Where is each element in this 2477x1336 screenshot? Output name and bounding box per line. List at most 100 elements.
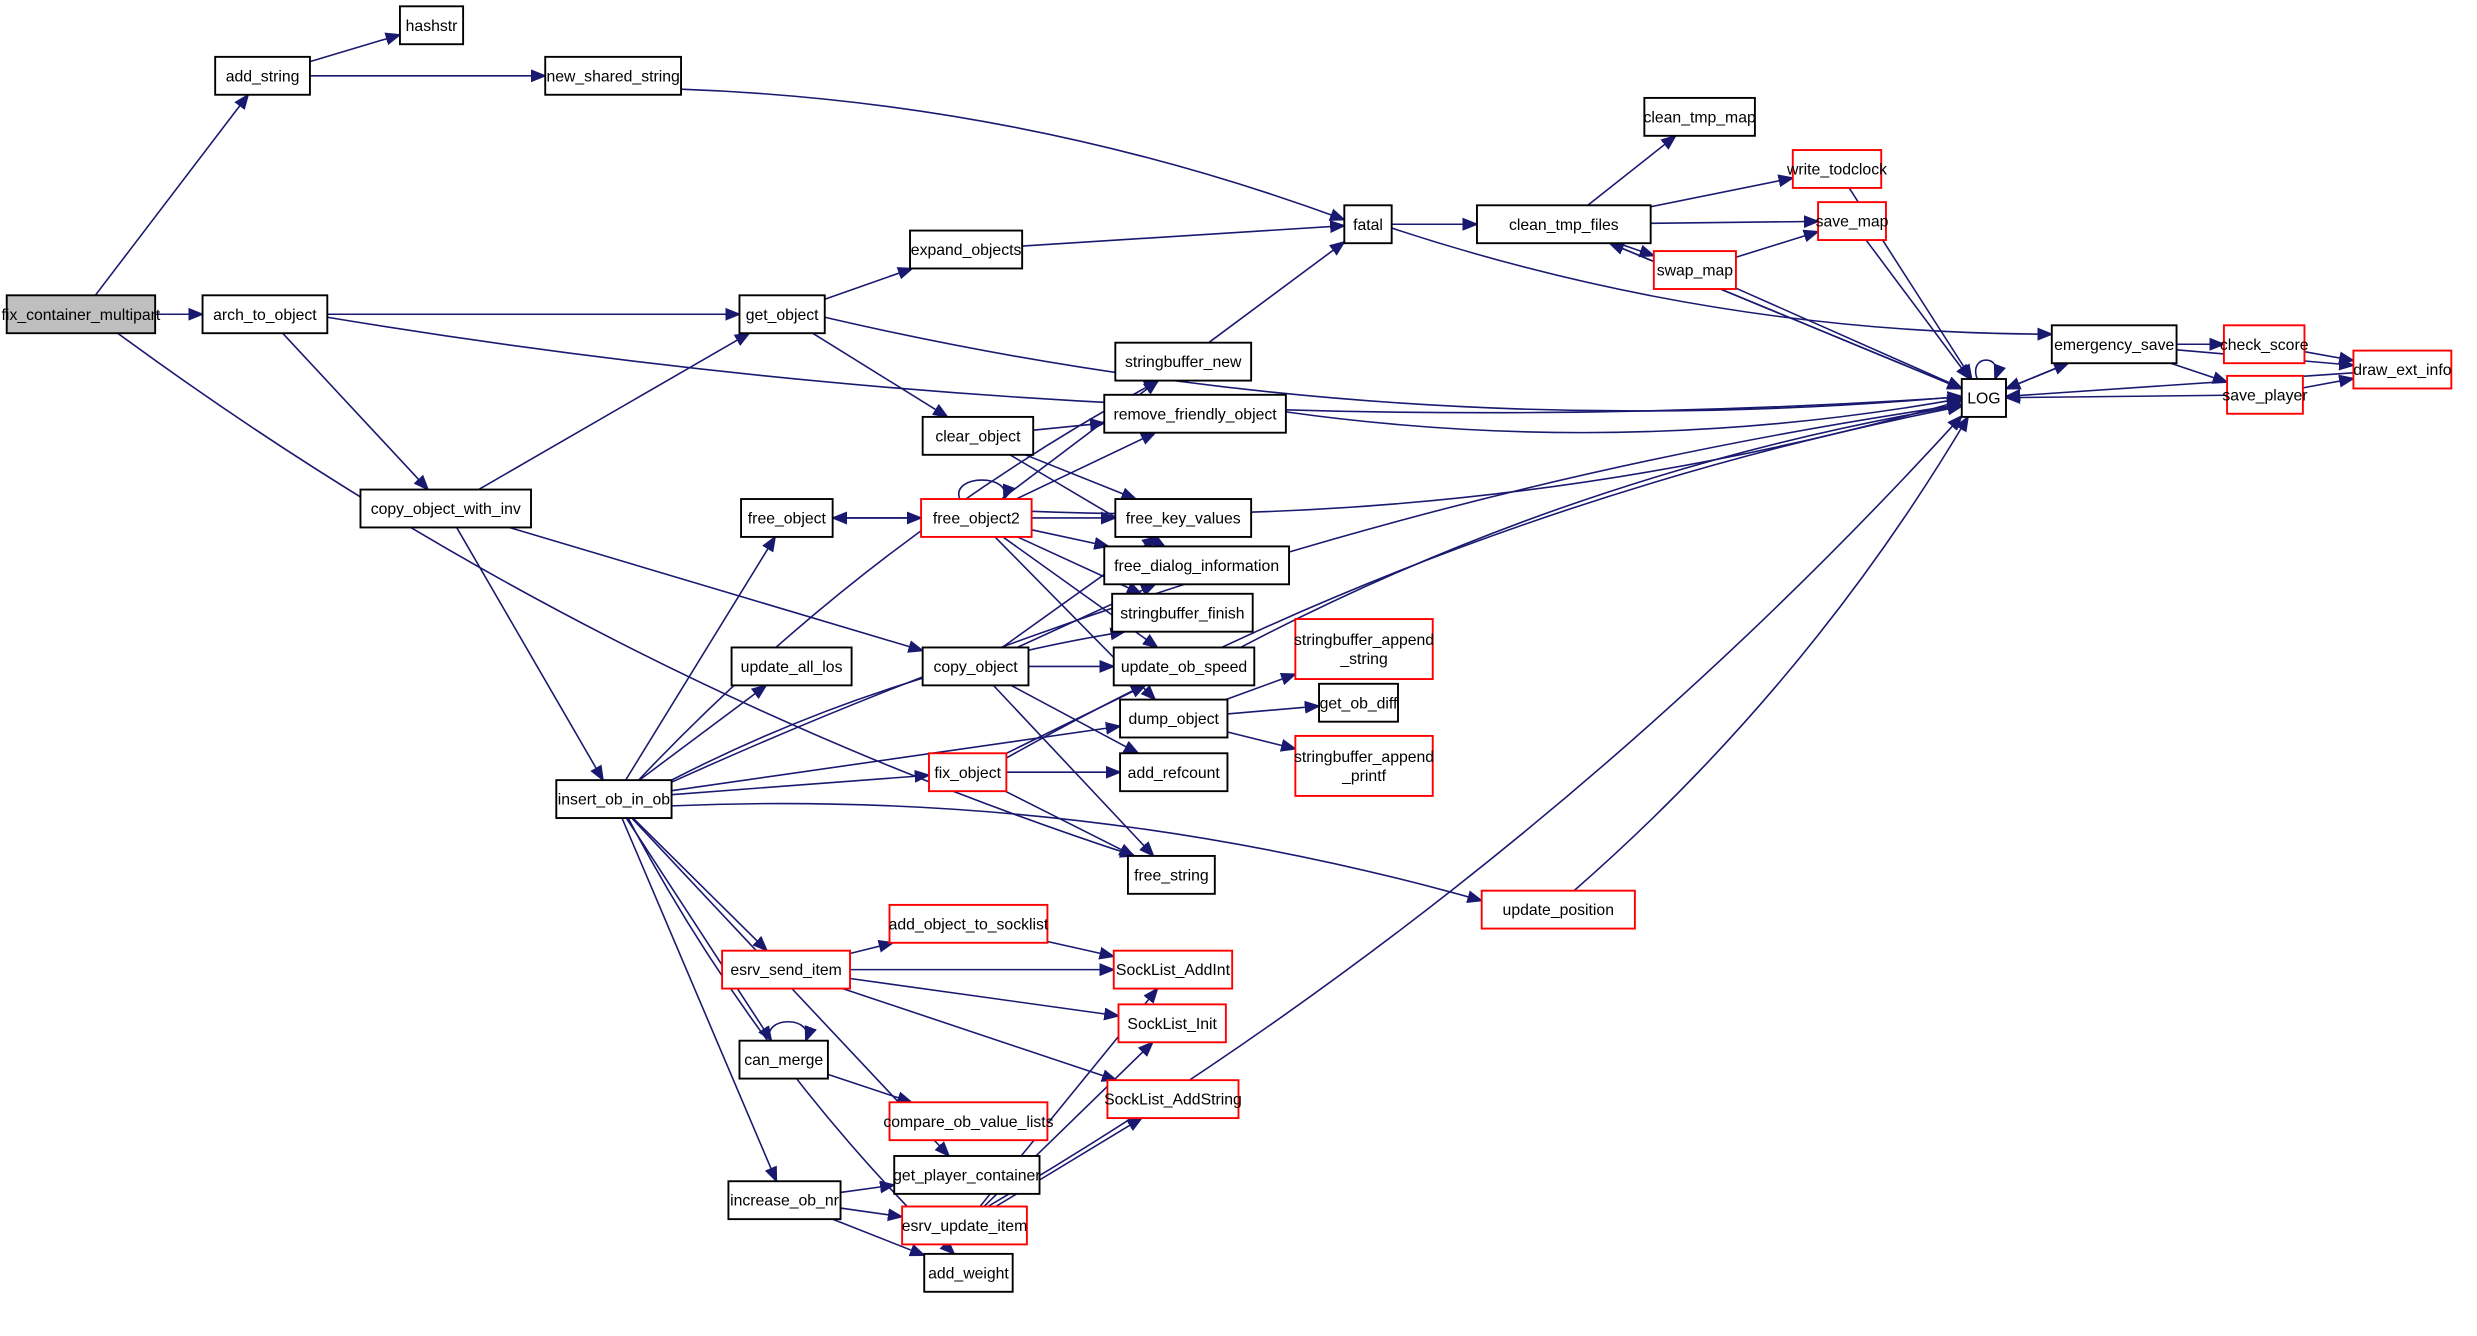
edge-draw_ext_info-to-LOG (2006, 372, 2354, 397)
node-esrv-update-item[interactable]: esrv_update_item (901, 1205, 1028, 1246)
node-box (2352, 349, 2453, 390)
edge-insert_ob_in_ob-to-update_all_los (638, 685, 766, 781)
node-label: free_object2 (933, 511, 1020, 528)
node-get-ob-diff[interactable]: get_ob_diff (1318, 682, 1399, 723)
node-box (1643, 96, 1756, 137)
node-fatal[interactable]: fatal (1343, 204, 1393, 245)
node-box (1106, 1079, 1240, 1120)
edge-copy_object-to-free_dialog_information (1016, 584, 1155, 649)
node-emergency-save[interactable]: emergency_save (2050, 324, 2178, 365)
edges-layer (94, 35, 2354, 1256)
node-label: dump_object (1129, 711, 1220, 728)
node-label: remove_friendly_object (1113, 406, 1277, 423)
edge-swap_map-to-save_map (1735, 232, 1818, 259)
node-label: update_all_los (741, 659, 843, 676)
node-box (1117, 1003, 1227, 1044)
node-can-merge[interactable]: can_merge (738, 1039, 829, 1080)
node-label: SockList_AddInt (1116, 962, 1231, 979)
node-label: esrv_update_item (902, 1218, 1027, 1235)
node-check-score[interactable]: check_score (2220, 324, 2309, 365)
node-add-refcount[interactable]: add_refcount (1119, 752, 1229, 793)
node-box (1111, 592, 1254, 633)
node-stringbuffer-append-printf[interactable]: stringbuffer_append_printf (1294, 734, 1434, 797)
node-draw-ext-info[interactable]: draw_ext_info (2352, 349, 2453, 390)
node-stringbuffer-append-string[interactable]: stringbuffer_append_string (1294, 618, 1434, 681)
node-save-player[interactable]: save_player (2222, 374, 2308, 415)
node-add-weight[interactable]: add_weight (923, 1252, 1014, 1293)
node-fix-container-multipart[interactable]: fix_container_multipart (2, 294, 161, 335)
node-label: increase_ob_nr (730, 1193, 839, 1210)
node-dump-object[interactable]: dump_object (1119, 698, 1229, 739)
node-free-object[interactable]: free_object (740, 498, 834, 538)
node-box (2050, 324, 2178, 365)
edge-arch_to_object-to-copy_object_with_inv (282, 332, 428, 489)
node-compare-ob-value-lists[interactable]: compare_ob_value_lists (883, 1101, 1054, 1142)
edge-swap_map-to-LOG (1735, 287, 1962, 388)
node-copy-object[interactable]: copy_object (921, 646, 1030, 687)
node-clean-tmp-map[interactable]: clean_tmp_map (1643, 96, 1756, 137)
node-box (398, 5, 465, 46)
node-insert-ob-in-ob[interactable]: insert_ob_in_ob (555, 779, 673, 819)
node-increase-ob-nr[interactable]: increase_ob_nr (727, 1180, 842, 1221)
edge-clean_tmp_files-to-write_todclock (1650, 178, 1793, 208)
node-hashstr[interactable]: hashstr (398, 5, 465, 46)
node-fix-object[interactable]: fix_object (928, 752, 1008, 793)
node-expand-objects[interactable]: expand_objects (909, 229, 1024, 270)
node-stringbuffer-finish[interactable]: stringbuffer_finish (1111, 592, 1254, 633)
node-add-object-to-socklist[interactable]: add_object_to_socklist (888, 903, 1049, 944)
node-free-dialog-information[interactable]: free_dialog_information (1103, 545, 1290, 586)
node-label: emergency_save (2054, 337, 2174, 354)
node-clean-tmp-files[interactable]: clean_tmp_files (1476, 204, 1652, 245)
node-socklist-addstring[interactable]: SockList_AddString (1104, 1079, 1242, 1120)
node-label: expand_objects (911, 242, 1022, 259)
node-copy-object-with-inv[interactable]: copy_object_with_inv (359, 488, 532, 529)
edge-update_ob_speed-to-LOG (1240, 405, 1962, 649)
node-remove-friendly-object[interactable]: remove_friendly_object (1103, 393, 1287, 434)
edge-free_object2-to-stringbuffer_finish (1017, 536, 1142, 594)
node-update-all-los[interactable]: update_all_los (730, 646, 853, 687)
node-arch-to-object[interactable]: arch_to_object (201, 294, 329, 335)
edge-check_score-to-draw_ext_info (2304, 350, 2353, 361)
node-stringbuffer-new[interactable]: stringbuffer_new (1114, 341, 1253, 382)
node-free-string[interactable]: free_string (1127, 854, 1216, 895)
node-box (544, 55, 682, 96)
node-box (928, 752, 1008, 793)
node-box (888, 1101, 1049, 1142)
edge-esrv_send_item-to-add_object_to_socklist (849, 943, 893, 955)
edge-copy_object_with_inv-to-insert_ob_in_ob (455, 527, 603, 780)
edge-esrv_send_item-to-SockList_Init (849, 977, 1118, 1015)
node-log[interactable]: LOG (1960, 378, 2007, 418)
node-label: copy_object_with_inv (371, 501, 521, 518)
node-box (1652, 250, 1737, 290)
node-label: fix_object (934, 765, 1001, 782)
node-box (730, 646, 853, 687)
node-write-todclock[interactable]: write_todclock (1786, 149, 1887, 189)
node-save-map[interactable]: save_map (1816, 201, 1889, 241)
node-clear-object[interactable]: clear_object (921, 415, 1035, 456)
node-free-object2[interactable]: free_object2 (920, 498, 1033, 538)
node-socklist-init[interactable]: SockList_Init (1117, 1003, 1227, 1044)
node-label: save_map (1816, 214, 1889, 231)
node-get-object[interactable]: get_object (738, 294, 826, 335)
node-esrv-send-item[interactable]: esrv_send_item (721, 949, 851, 990)
node-label: add_object_to_socklist (889, 916, 1049, 933)
node-label: update_ob_speed (1121, 659, 1247, 676)
node-box (2226, 374, 2304, 415)
node-new-shared-string[interactable]: new_shared_string (544, 55, 682, 96)
node-box (1112, 949, 1234, 990)
node-label: esrv_send_item (730, 962, 841, 979)
node-box (5, 294, 157, 335)
node-free-key-values[interactable]: free_key_values (1114, 498, 1253, 538)
node-add-string[interactable]: add_string (214, 55, 311, 96)
node-label: free_key_values (1126, 511, 1241, 528)
node-swap-map[interactable]: swap_map (1652, 250, 1737, 290)
node-box (909, 229, 1024, 270)
edge-copy_object-to-free_string (992, 684, 1153, 856)
node-label: update_position (1503, 902, 1614, 919)
node-socklist-addint[interactable]: SockList_AddInt (1112, 949, 1234, 990)
node-box (201, 294, 329, 335)
node-update-position[interactable]: update_position (1480, 889, 1636, 930)
node-label: insert_ob_in_ob (558, 792, 671, 809)
node-get-player-container[interactable]: get_player_container (893, 1155, 1041, 1195)
node-update-ob-speed[interactable]: update_ob_speed (1112, 646, 1256, 687)
